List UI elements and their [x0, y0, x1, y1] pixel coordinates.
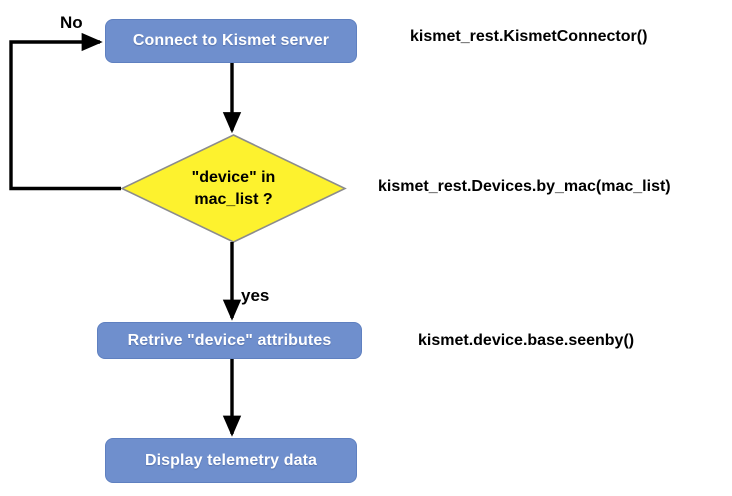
edge-label-yes: yes — [241, 286, 270, 305]
node-decision-device-in-mac-list[interactable]: "device" in mac_list ? — [122, 135, 345, 242]
node-label: "device" in mac_list ? — [191, 168, 276, 208]
node-display-telemetry-data[interactable]: Display telemetry data — [105, 438, 357, 483]
api-label-kismet-connector: kismet_rest.KismetConnector() — [410, 28, 648, 45]
edge-label-no: No — [60, 13, 83, 32]
api-label-device-base-seenby: kismet.device.base.seenby() — [418, 332, 635, 349]
edge-decision-no-loop — [9, 32, 121, 191]
node-retrieve-device-attributes[interactable]: Retrive "device" attributes — [97, 322, 362, 359]
node-label: Retrive "device" attributes — [127, 331, 332, 349]
node-label: Display telemetry data — [144, 451, 318, 469]
api-label-devices-by-mac: kismet_rest.Devices.by_mac(mac_list) — [378, 178, 671, 195]
node-connect-to-kismet-server[interactable]: Connect to Kismet server — [105, 19, 357, 63]
node-label: Connect to Kismet server — [132, 32, 330, 49]
